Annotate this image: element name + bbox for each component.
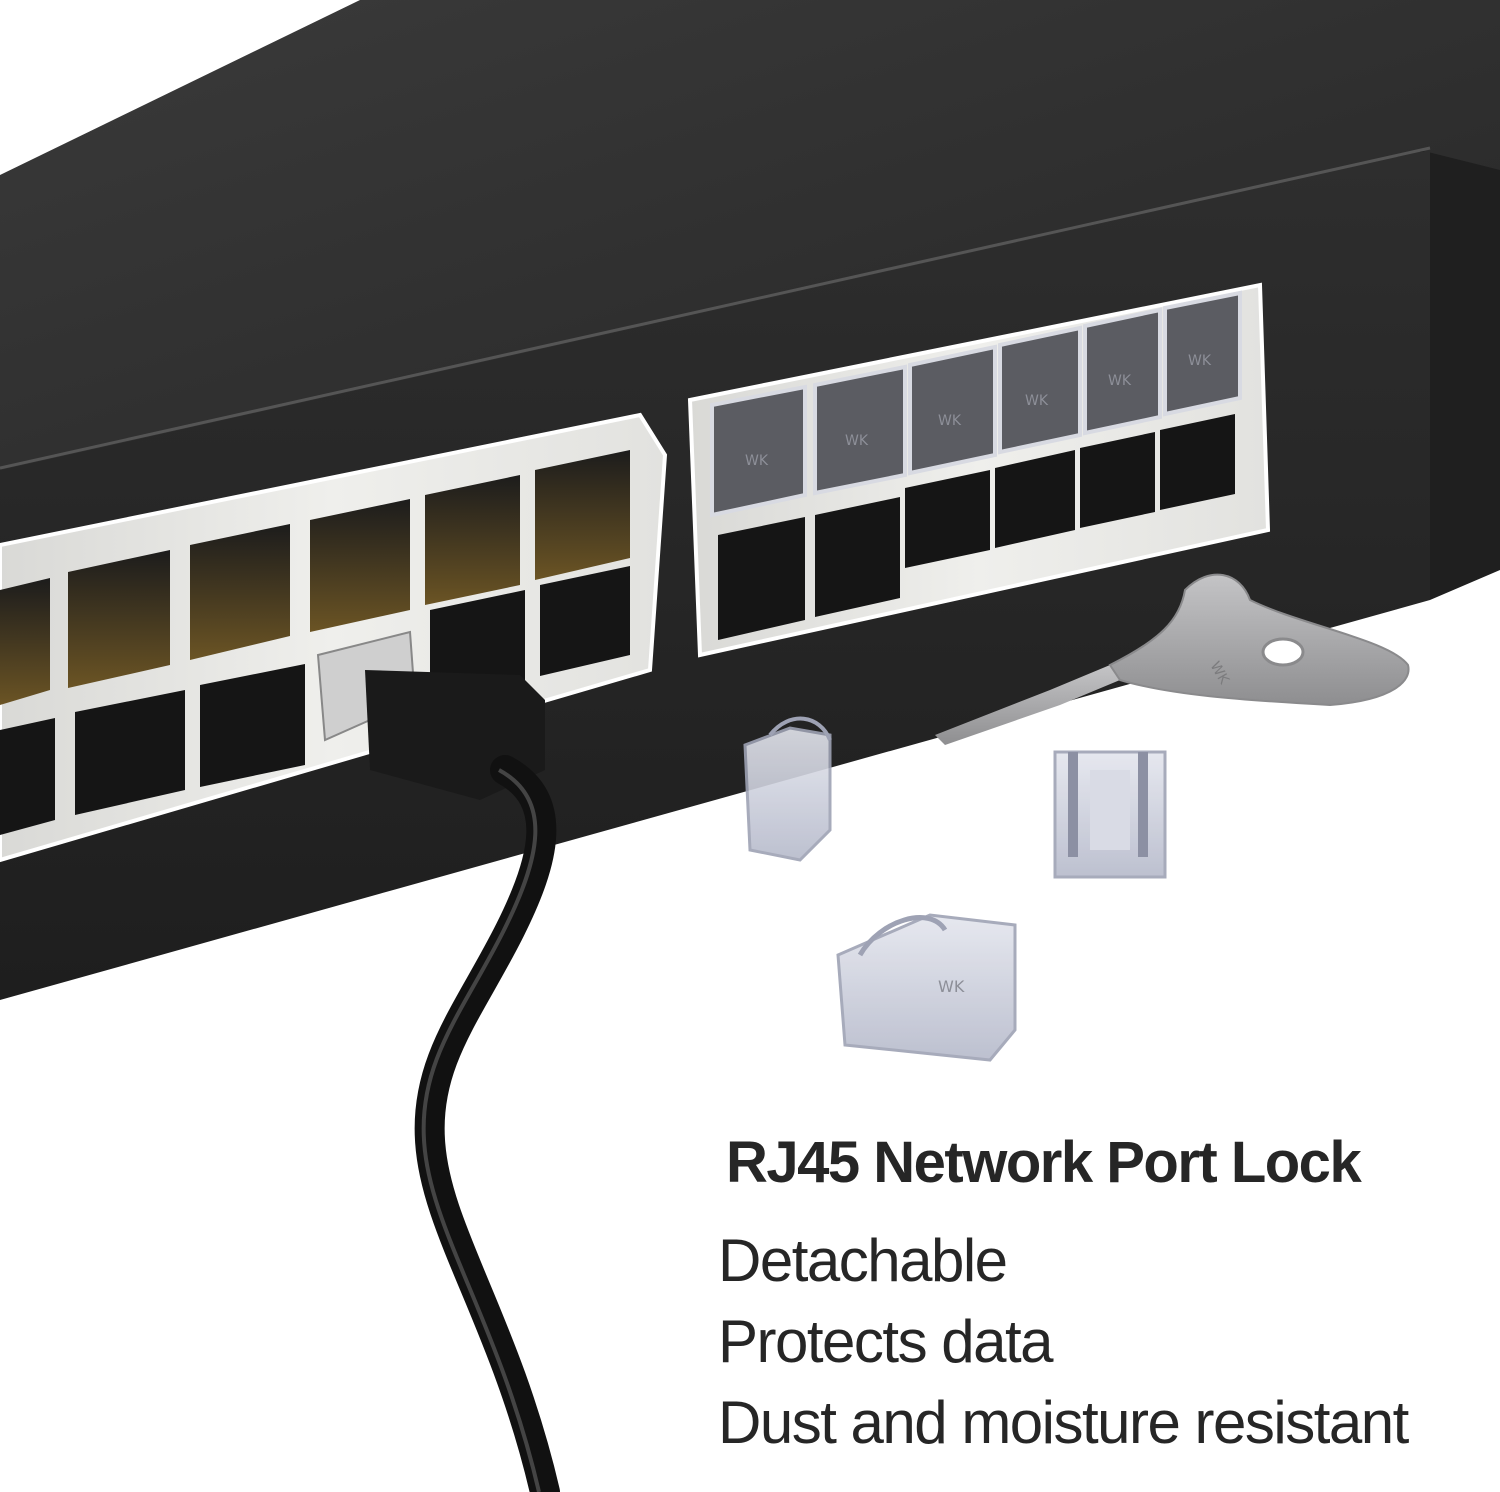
lock-marking: WK: [1025, 393, 1049, 409]
rj45-port: [1080, 432, 1155, 528]
feature-dust-moisture-resistant: Dust and moisture resistant: [718, 1389, 1409, 1456]
right-port-panel: WK WK WK WK WK WK: [687, 282, 1271, 658]
lower-port-row: [0, 566, 630, 835]
rj45-port: [0, 718, 55, 835]
lock-marking: WK: [1108, 373, 1132, 389]
port-lock: WK: [1083, 307, 1162, 436]
locked-port-row: WK WK WK WK WK WK: [710, 290, 1242, 518]
rj45-port: [905, 470, 990, 568]
port-lock: WK: [813, 364, 907, 496]
loose-lock: [743, 716, 832, 862]
open-port-row: [718, 414, 1235, 640]
lock-marking: WK: [938, 977, 965, 996]
key-shaft: [935, 665, 1120, 745]
removal-key: WK: [935, 573, 1410, 745]
switch-top-surface: [0, 0, 1500, 475]
port-lock: WK: [710, 384, 807, 518]
feature-protects-data: Protects data: [718, 1308, 1054, 1375]
rj45-port: [75, 690, 185, 815]
lock-marking: WK: [1188, 353, 1212, 369]
product-headline: RJ45 Network Port Lock: [726, 1130, 1362, 1195]
rj45-port: [718, 517, 805, 640]
rj45-port: [540, 566, 630, 676]
loose-lock: [1053, 750, 1167, 879]
rj45-port: [535, 450, 630, 580]
cable-wire: [414, 755, 560, 1492]
switch-side-edge: [1420, 150, 1500, 600]
key-hole: [1261, 637, 1305, 667]
loose-lock: WK: [836, 913, 1017, 1062]
port-lock: WK: [908, 344, 997, 476]
ethernet-cable: [316, 630, 560, 1492]
port-lock: WK: [1163, 290, 1242, 417]
rj45-port: [190, 524, 290, 660]
rj45-port: [430, 590, 525, 700]
feature-detachable: Detachable: [718, 1227, 1008, 1294]
port-lock: WK: [998, 325, 1082, 455]
rj45-port: [425, 475, 520, 605]
rj45-port: [815, 497, 900, 617]
rj45-port: [1160, 414, 1235, 510]
lock-marking: WK: [938, 413, 962, 429]
lock-marking: WK: [845, 433, 869, 449]
key-handle: [1108, 573, 1410, 707]
rj45-port: [0, 578, 50, 705]
lock-marking: WK: [745, 453, 769, 469]
rj45-port: [68, 550, 170, 688]
rj45-port: [200, 664, 305, 787]
switch-top-edge-highlight: [0, 146, 1431, 470]
upper-port-row: [0, 450, 630, 705]
left-port-panel: [0, 412, 668, 863]
rj45-port: [995, 450, 1075, 548]
product-copy: RJ45 Network Port Lock Detachable Protec…: [718, 1128, 1409, 1463]
rj45-port: [310, 499, 410, 632]
